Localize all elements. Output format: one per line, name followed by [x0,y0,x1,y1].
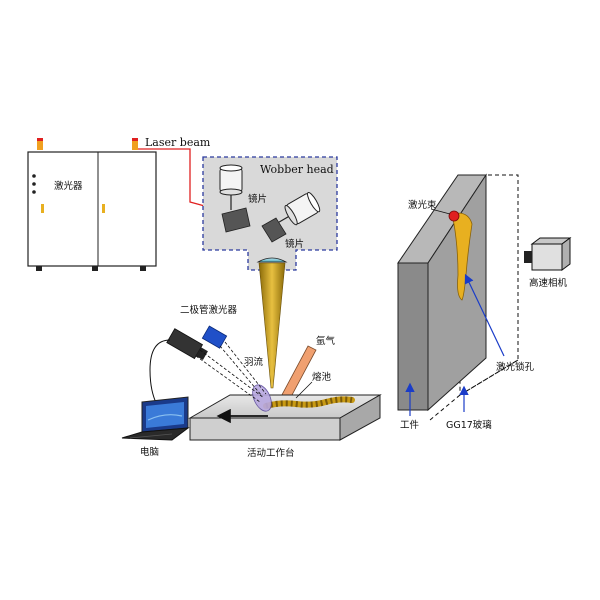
mirror-icon [221,207,251,233]
plume [252,384,272,412]
label-computer: 电脑 [140,446,159,458]
high-speed-camera-icon [524,237,572,271]
galvo-motor-icon [278,191,321,226]
weld-bead [263,396,355,409]
laser-cone [258,262,286,389]
label-wobber-head: Wobber head [260,163,334,176]
laser-cabinet: 激光器 [27,138,157,271]
diode-laser: 二极管激光器 [149,304,267,411]
label-plume: 羽流 [244,356,264,368]
label-molten-pool: 熔池 [312,371,332,383]
laser-spot-icon [448,210,460,222]
label-laser-beam-cn: 激光束 [408,199,437,211]
label-argon: 氩气 [316,335,336,347]
beacon-light-icon [132,140,138,150]
label-moving-table: 活动工作台 [247,447,295,459]
workpiece-assembly [397,173,572,421]
diode-laser-icon [201,325,228,349]
label-keyhole: 激光锁孔 [496,361,535,373]
laptop-icon: 电脑 [121,396,190,458]
keyhole-pointer [464,273,505,357]
mirror-icon [261,217,287,243]
label-diode-laser: 二极管激光器 [180,304,238,316]
label-mirror-2: 镜片 [285,238,304,250]
glass-outline [459,174,519,396]
label-workpiece: 工件 [400,419,420,431]
label-high-speed-camera: 高速相机 [529,277,568,289]
cabinet-handle-icon [102,204,105,213]
label-laser-beam: Laser beam [145,136,211,149]
focusing-lens-icon [256,257,288,263]
cabinet-handle-icon [41,204,44,213]
workpiece-front [397,262,429,411]
keyhole [451,212,473,301]
beacon-light-icon [37,140,43,150]
label-mirror-1: 镜片 [248,193,267,205]
wobber-head: Wobber head 镜片 镜片 [202,156,338,271]
label-glass: GG17玻璃 [446,419,492,431]
galvo-motor-icon [219,164,243,210]
label-laser-unit: 激光器 [54,180,83,192]
